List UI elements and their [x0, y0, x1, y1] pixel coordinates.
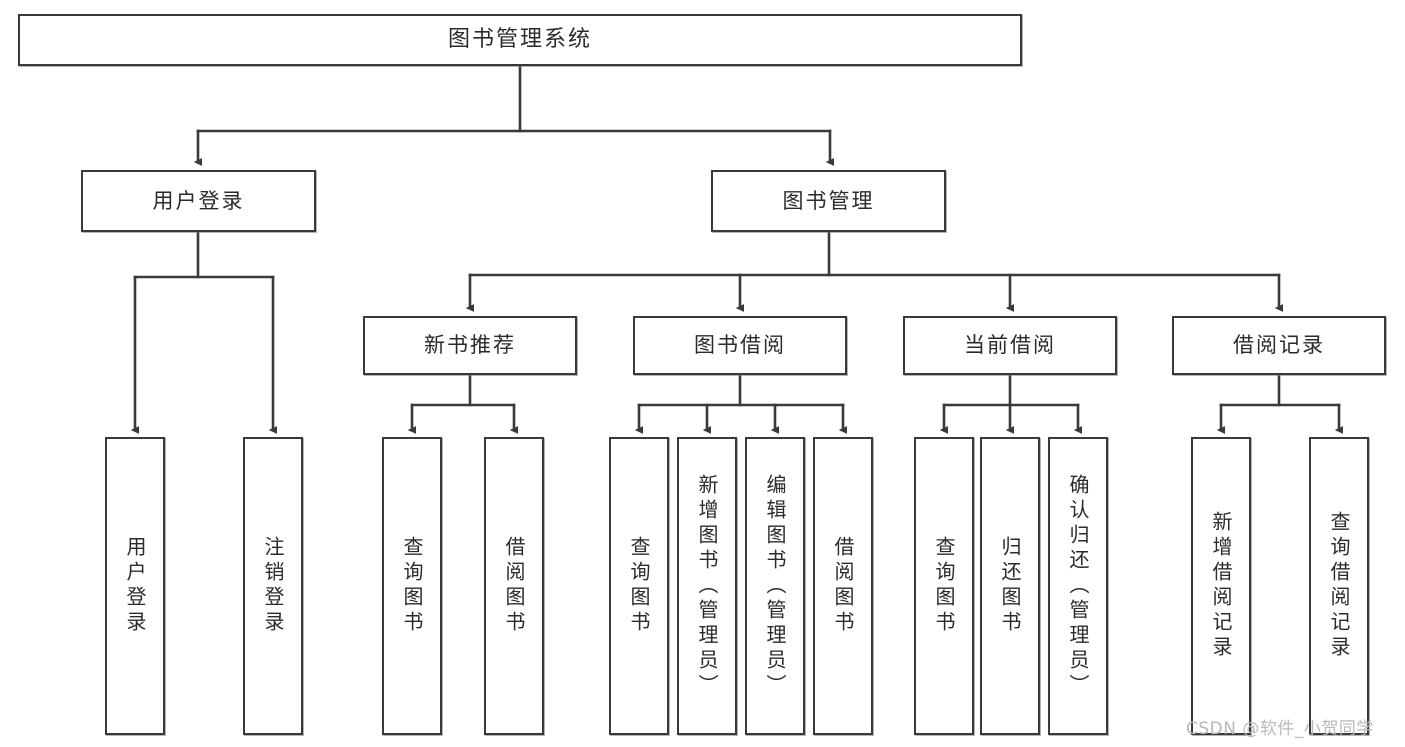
leaf-recommend-query-book[interactable]: 查询图书 [382, 437, 442, 735]
node-label: 注销登录 [261, 536, 285, 636]
node-label: 查询借阅记录 [1327, 511, 1351, 661]
leaf-record-query-borrow-record[interactable]: 查询借阅记录 [1309, 437, 1369, 735]
leaf-borrow-query-book[interactable]: 查询图书 [609, 437, 669, 735]
node-label: 用户登录 [123, 536, 147, 636]
node-label: 图书借阅 [694, 333, 786, 358]
leaf-current-return-book[interactable]: 归还图书 [980, 437, 1040, 735]
node-new-book-recommend[interactable]: 新书推荐 [363, 316, 577, 375]
watermark: CSDN @软件_小贺同学 [1186, 719, 1374, 739]
node-label: 查询图书 [932, 536, 956, 636]
node-root-system[interactable]: 图书管理系统 [18, 14, 1022, 66]
leaf-record-add-borrow-record[interactable]: 新增借阅记录 [1191, 437, 1251, 735]
leaf-recommend-borrow-book[interactable]: 借阅图书 [484, 437, 544, 735]
node-current-borrow[interactable]: 当前借阅 [903, 316, 1117, 375]
leaf-user-login[interactable]: 用户登录 [105, 437, 165, 735]
node-label: 图书管理系统 [447, 27, 592, 53]
leaf-logout[interactable]: 注销登录 [243, 437, 303, 735]
node-label: 确认归还（管理员） [1066, 473, 1090, 699]
node-label: 编辑图书（管理员） [763, 473, 787, 699]
node-borrow-record[interactable]: 借阅记录 [1172, 316, 1386, 375]
leaf-borrow-borrow-book[interactable]: 借阅图书 [813, 437, 873, 735]
node-book-management[interactable]: 图书管理 [711, 170, 946, 232]
node-label: 图书管理 [782, 188, 875, 213]
node-label: 用户登录 [152, 188, 245, 213]
leaf-current-confirm-return-admin[interactable]: 确认归还（管理员） [1048, 437, 1108, 735]
node-label: 借阅记录 [1233, 333, 1325, 358]
node-label: 查询图书 [400, 536, 424, 636]
leaf-current-query-book[interactable]: 查询图书 [914, 437, 974, 735]
node-book-borrow[interactable]: 图书借阅 [633, 316, 847, 375]
node-label: 当前借阅 [964, 333, 1056, 358]
node-label: 新增借阅记录 [1209, 511, 1233, 661]
node-label: 借阅图书 [502, 536, 526, 636]
node-label: 借阅图书 [831, 536, 855, 636]
leaf-borrow-add-book-admin[interactable]: 新增图书（管理员） [677, 437, 737, 735]
leaf-borrow-edit-book-admin[interactable]: 编辑图书（管理员） [745, 437, 805, 735]
node-label: 新增图书（管理员） [695, 473, 719, 699]
node-label: 归还图书 [998, 536, 1022, 636]
node-user-login[interactable]: 用户登录 [81, 170, 316, 232]
node-label: 查询图书 [627, 536, 651, 636]
node-label: 新书推荐 [424, 333, 516, 358]
